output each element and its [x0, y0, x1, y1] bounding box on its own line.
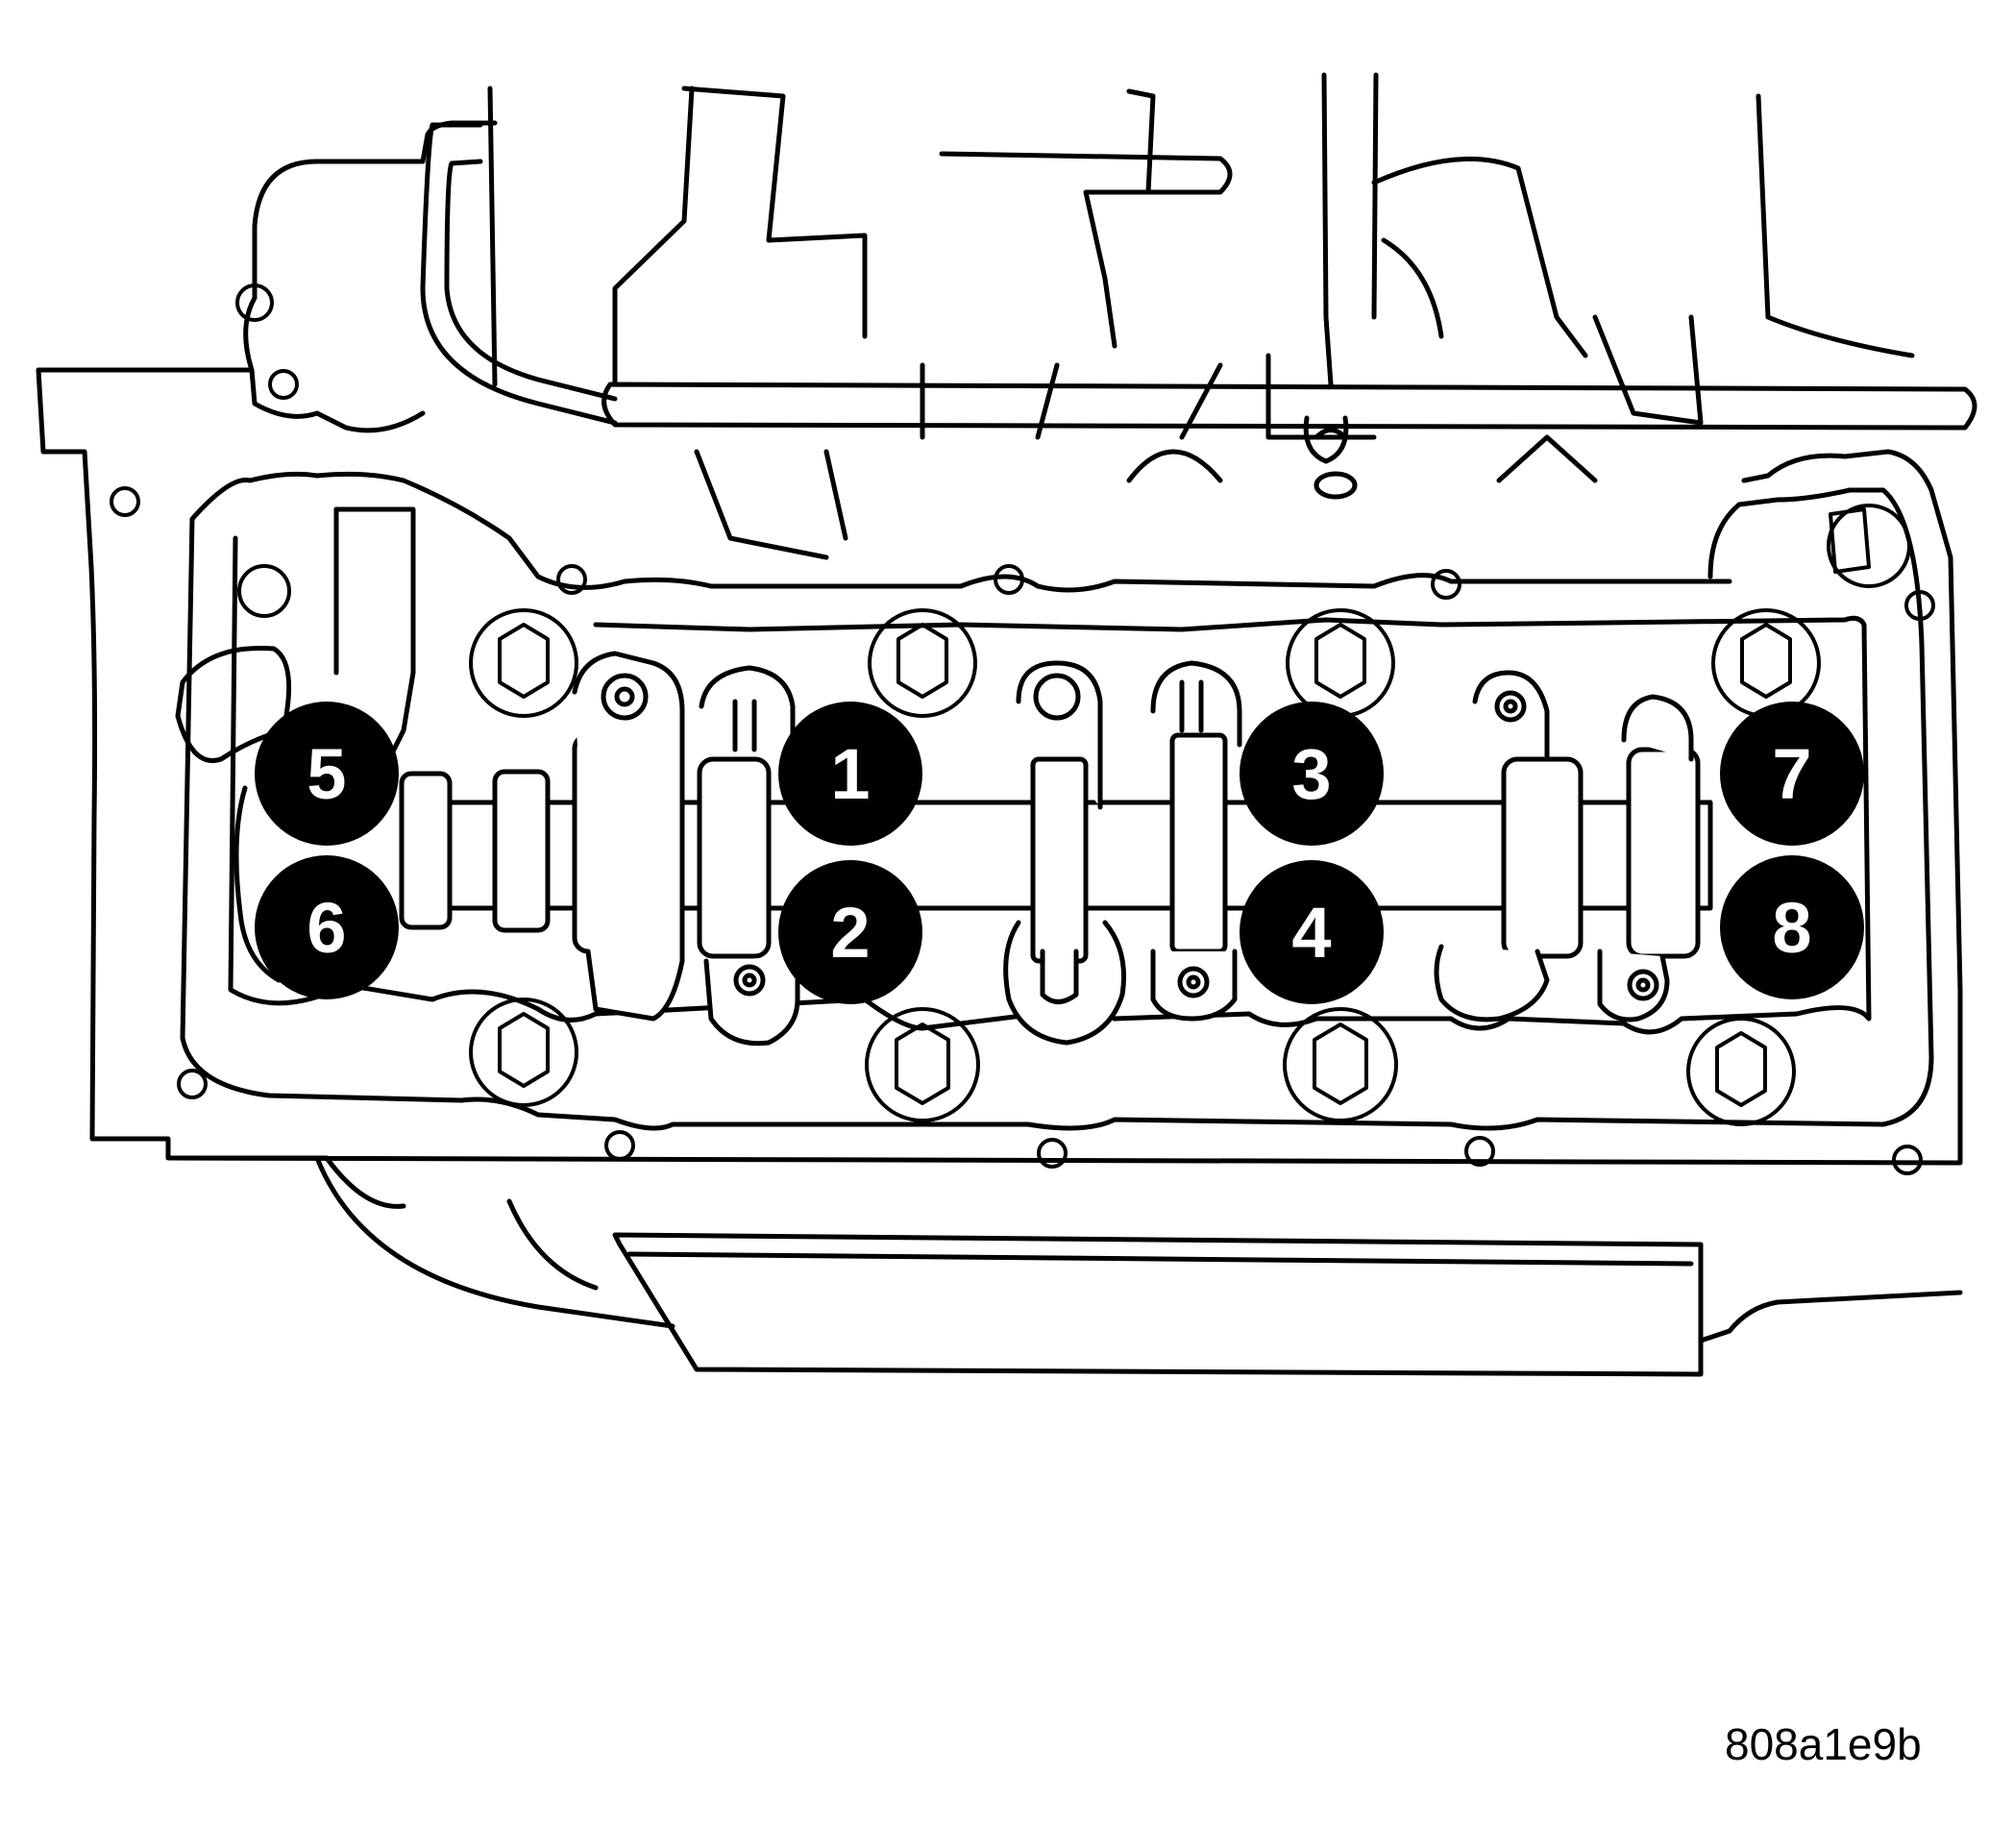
marker-5: 5: [255, 702, 399, 846]
marker-label: 6: [307, 888, 346, 968]
bolt-hex-icon: [1283, 1007, 1398, 1122]
marker-3: 3: [1240, 702, 1384, 846]
bolt-hex-icon: [865, 1007, 980, 1122]
marker-7: 7: [1720, 702, 1864, 846]
bolt-hex-icon: [1827, 504, 1911, 588]
coolant-tube: [420, 122, 618, 426]
figure-code: 808a1e9b: [1725, 1719, 1922, 1769]
marker-label: 2: [830, 893, 870, 973]
gasket-rail: [180, 471, 1934, 1131]
sequence-markers: 1 2 3 4 5 6 7 8: [255, 702, 1864, 1004]
marker-label: 7: [1772, 734, 1811, 814]
marker-label: 8: [1772, 888, 1811, 968]
fuel-rail: [602, 382, 1977, 500]
marker-8: 8: [1720, 855, 1864, 999]
bolt-hex-icon: [469, 608, 578, 718]
marker-6: 6: [255, 855, 399, 999]
bolt-hex-icon: [1286, 608, 1395, 718]
engine-block-lower: [314, 1155, 1963, 1377]
marker-2: 2: [778, 860, 922, 1004]
bolt-hex-icon: [469, 998, 578, 1107]
cylinder-head-outline: [36, 120, 1963, 1209]
bolt-hex-icon: [1686, 1017, 1796, 1126]
rocker-arms: [572, 651, 1694, 1047]
marker-label: 5: [307, 734, 346, 814]
marker-label: 1: [830, 734, 870, 814]
gasket-holes: [110, 283, 1935, 1175]
marker-1: 1: [778, 702, 922, 846]
marker-label: 4: [1291, 893, 1331, 973]
marker-4: 4: [1240, 860, 1384, 1004]
intake-manifold: [487, 72, 1915, 560]
marker-label: 3: [1291, 734, 1331, 814]
bolt-hex-icon: [868, 608, 977, 718]
bolt-hex-icon: [1711, 608, 1821, 718]
